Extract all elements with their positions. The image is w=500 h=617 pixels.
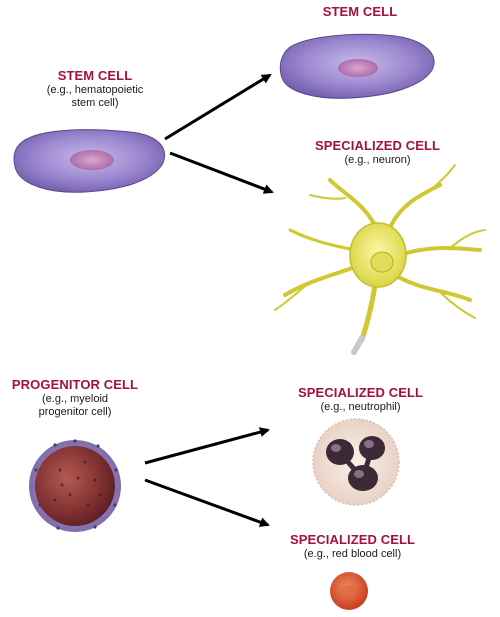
progenitor-cell-sub2: progenitor cell) (38, 405, 112, 418)
neutrophil-cell (312, 418, 400, 506)
axon-tip (351, 335, 365, 355)
specialized-rbc-title: SPECIALIZED CELL (289, 532, 416, 547)
arrow-to-neutrophil (144, 427, 270, 465)
source-stem-cell (13, 129, 166, 193)
progenitor-cell (29, 439, 121, 532)
source-stem-cell-title: STEM CELL (57, 68, 133, 83)
arrow-to-neuron (169, 151, 274, 194)
target-stem-cell (279, 33, 435, 99)
target-stem-cell-title: STEM CELL (322, 4, 398, 19)
specialized-neuron-sub: (e.g., neuron) (344, 153, 411, 166)
progenitor-cell-label: PROGENITOR CELL (e.g., myeloid progenito… (0, 377, 150, 418)
specialized-neuron-label: SPECIALIZED CELL (e.g., neuron) (290, 138, 465, 167)
progenitor-cell-sub1: (e.g., myeloid (41, 392, 109, 405)
specialized-rbc-label: SPECIALIZED CELL (e.g., red blood cell) (270, 532, 435, 561)
red-blood-cell (330, 572, 368, 610)
source-stem-cell-sub1: (e.g., hematopoietic (46, 83, 144, 96)
target-stem-cell-label: STEM CELL (300, 4, 420, 20)
specialized-rbc-sub: (e.g., red blood cell) (303, 547, 402, 560)
specialized-neutrophil-title: SPECIALIZED CELL (297, 385, 424, 400)
specialized-neutrophil-label: SPECIALIZED CELL (e.g., neutrophil) (278, 385, 443, 414)
source-stem-cell-sub2: stem cell) (71, 96, 119, 109)
progenitor-cell-title: PROGENITOR CELL (11, 377, 139, 392)
specialized-neuron-title: SPECIALIZED CELL (314, 138, 441, 153)
source-stem-cell-label: STEM CELL (e.g., hematopoietic stem cell… (20, 68, 170, 109)
specialized-neutrophil-sub: (e.g., neutrophil) (320, 400, 401, 413)
arrow-to-stem-cell (164, 73, 272, 141)
arrow-to-red-blood-cell (144, 478, 270, 527)
neuron-cell (274, 164, 486, 343)
